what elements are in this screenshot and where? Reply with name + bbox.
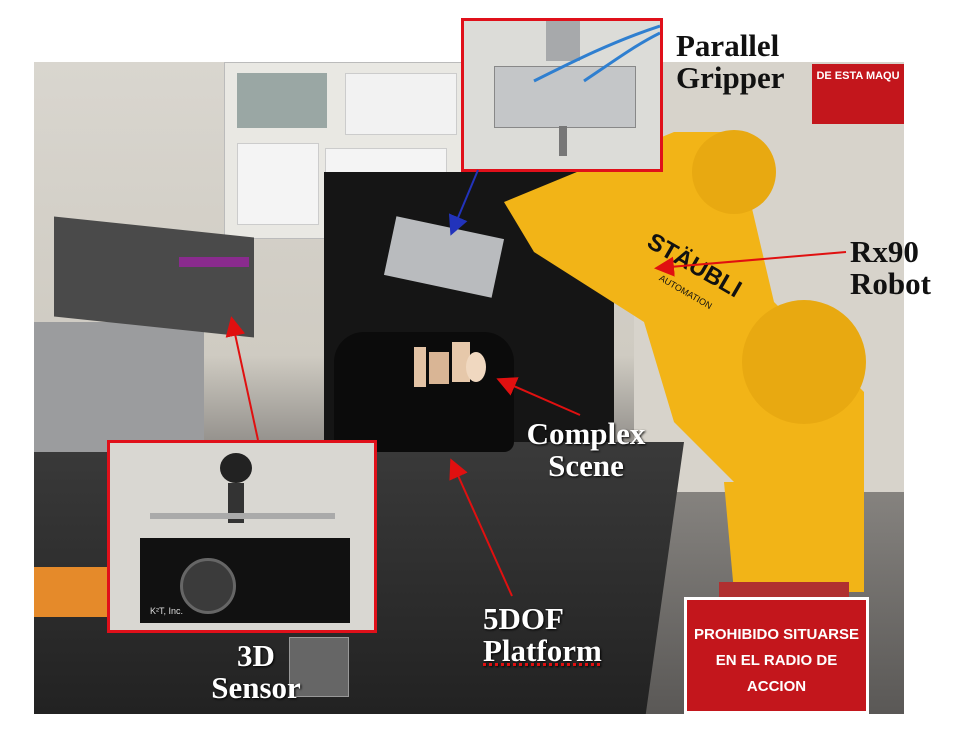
top-right-sign: DE ESTA MAQU [812,64,904,124]
warning-line-2: EN EL RADIO DE ACCION [715,652,838,695]
label-3d-sensor: 3D Sensor [211,638,301,705]
gripper-inset [461,18,663,172]
robot-arm [504,130,866,607]
left-rack [34,322,204,452]
warning-line-1: PROHIBIDO SITUARSE [693,626,859,643]
label-parallel-gripper: Parallel Gripper [676,28,785,95]
calibration-box [289,637,349,697]
robot-arrow [654,251,847,277]
sensor-brand: K²T, Inc. [150,606,184,616]
orange-box [34,567,114,617]
label-5dof-platform: 5DOF Platform [483,601,602,668]
gripper-arrow [448,169,479,236]
sensor-body: K²T, Inc. [140,538,350,623]
sensor-arrow [225,316,259,441]
warning-sign: PROHIBIDO SITUARSE EN EL RADIO DE ACCION [684,597,869,714]
label-complex-scene: Complex Scene [526,416,646,483]
scene-arrow [496,377,581,416]
platform-arrow [449,458,513,597]
wooden-objects [414,337,486,387]
label-rx90-robot: Rx90 Robot [850,234,931,301]
sensor-inset: K²T, Inc. [107,440,377,633]
